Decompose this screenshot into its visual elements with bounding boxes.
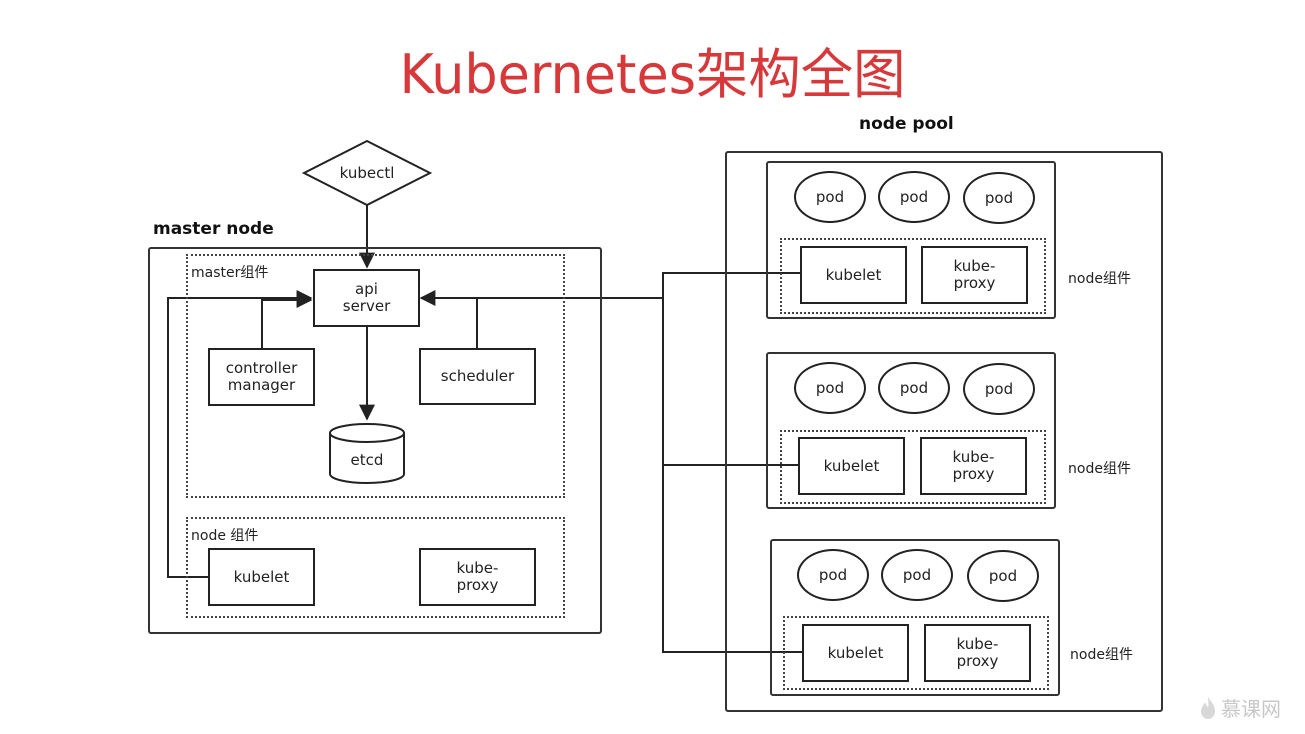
node-3-kube-proxy-box: kube- proxy	[924, 624, 1031, 682]
master-kube-proxy-box: kube- proxy	[419, 548, 536, 606]
node-3-pod-1: pod	[797, 549, 869, 601]
node-3-kubelet-box: kubelet	[802, 624, 909, 682]
node-1-frame	[766, 161, 1056, 319]
node-2-frame	[766, 352, 1056, 509]
master-components-group	[186, 254, 565, 498]
api-server-box: api server	[313, 269, 420, 327]
node-1-kubelet-box: kubelet	[800, 246, 907, 304]
node-2-pod-3: pod	[963, 363, 1035, 415]
node-1-components-label: node组件	[1068, 271, 1131, 287]
node-1-pod-2: pod	[878, 171, 950, 223]
node-2-components-group	[780, 430, 1046, 504]
watermark-logo: 慕课网	[1199, 693, 1281, 722]
node-2-pod-1: pod	[794, 362, 866, 414]
node-pool-label: node pool	[859, 114, 954, 134]
master-node-frame	[148, 247, 602, 634]
node-3-components-label: node组件	[1070, 647, 1133, 663]
node-3-frame	[770, 539, 1060, 696]
master-node-components-group	[186, 517, 565, 618]
node-2-kube-proxy-box: kube- proxy	[920, 437, 1027, 495]
node-3-pod-2: pod	[881, 549, 953, 601]
scheduler-box: scheduler	[419, 348, 536, 405]
kubectl-label: kubectl	[339, 163, 395, 182]
node-1-pod-1: pod	[794, 171, 866, 223]
master-node-components-label: node 组件	[191, 528, 259, 544]
etcd-cylinder	[329, 423, 405, 484]
flame-icon	[1201, 696, 1215, 719]
node-3-pod-3: pod	[967, 550, 1039, 602]
node-3-components-group	[783, 616, 1049, 690]
controller-manager-box: controller manager	[208, 348, 315, 406]
master-kubelet-box: kubelet	[208, 548, 315, 606]
node-1-pod-3: pod	[963, 172, 1035, 224]
master-node-label: master node	[153, 219, 274, 239]
node-1-kube-proxy-box: kube- proxy	[921, 246, 1028, 304]
page-title: Kubernetes架构全图	[399, 43, 906, 106]
etcd-label: etcd	[350, 450, 384, 469]
watermark-text: 慕课网	[1221, 697, 1281, 721]
node-1-components-group	[780, 238, 1046, 314]
node-pool-frame	[725, 151, 1163, 712]
node-2-components-label: node组件	[1068, 461, 1131, 477]
node-2-kubelet-box: kubelet	[798, 437, 905, 495]
node-2-pod-2: pod	[878, 362, 950, 414]
master-components-label: master组件	[191, 265, 269, 281]
